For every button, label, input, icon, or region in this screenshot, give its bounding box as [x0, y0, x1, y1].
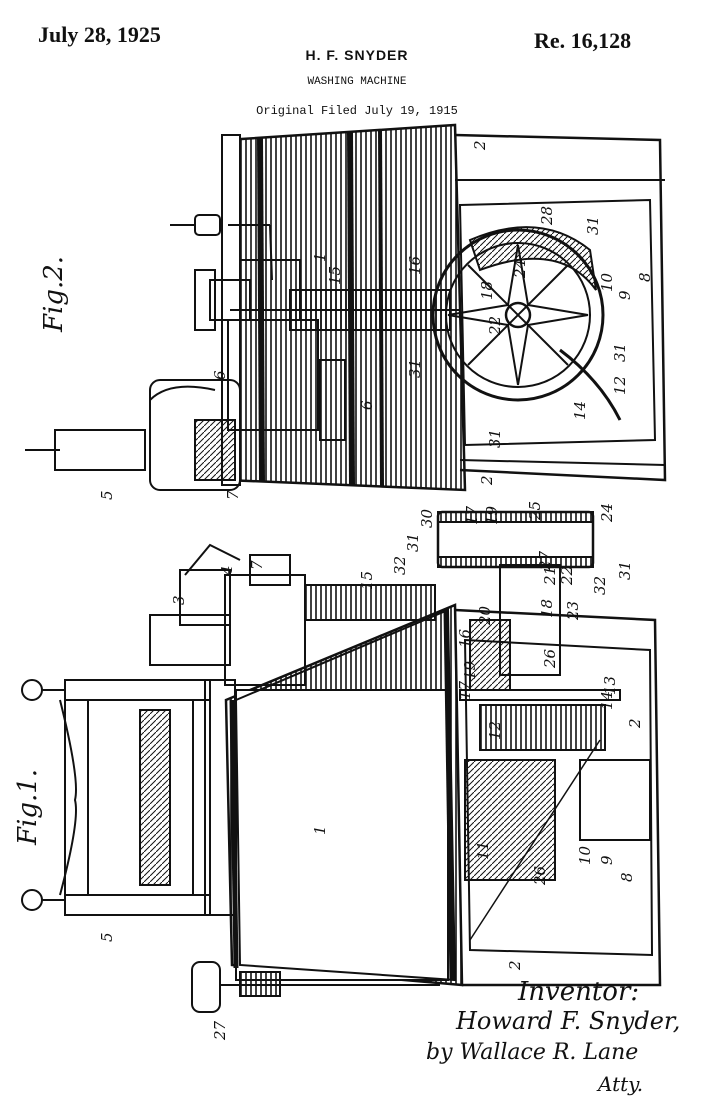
ref-numeral: 31	[611, 343, 629, 362]
ref-numeral: 10	[576, 845, 594, 865]
ref-numeral: 26	[541, 648, 559, 669]
ref-numeral: 25	[526, 501, 544, 521]
ref-numeral: 15	[358, 571, 376, 590]
ref-numeral: 14	[571, 401, 589, 420]
ref-numeral: 9	[598, 855, 616, 865]
ref-numeral: 24	[511, 259, 529, 279]
ref-numeral: 2	[478, 475, 496, 486]
ref-numeral: 1	[311, 252, 329, 262]
ref-numeral: 26	[531, 865, 549, 886]
ref-numeral: 14	[598, 691, 616, 710]
ref-numeral: 5	[98, 932, 116, 942]
ref-numeral: 27	[211, 1020, 229, 1041]
ref-numeral: 32	[391, 556, 409, 575]
ref-numeral: 31	[406, 359, 424, 378]
ref-numeral: 2	[626, 718, 644, 729]
ref-numeral: 17	[456, 680, 474, 700]
ref-numeral: 8	[636, 272, 654, 282]
ref-numeral: 19	[461, 660, 479, 680]
ref-numeral: 16	[456, 628, 474, 648]
inventor-signature: Howard F. Snyder,	[456, 1007, 680, 1035]
ref-numeral: 6	[358, 400, 376, 410]
ref-numeral: 11	[474, 841, 492, 860]
ref-numeral: 30	[418, 508, 436, 528]
fig2-label: Fig.2.	[39, 256, 69, 333]
attorney-label: Atty.	[598, 1072, 643, 1096]
ref-numeral: 31	[486, 429, 504, 448]
ref-numeral: 18	[478, 281, 496, 300]
ref-numeral: 31	[584, 216, 602, 235]
ref-numeral: 32	[591, 576, 609, 595]
fig2-frame	[455, 135, 665, 480]
ref-numeral: 9	[616, 290, 634, 300]
inventor-label: Inventor:	[518, 977, 639, 1007]
ref-numeral: 10	[598, 272, 616, 292]
ref-numeral: 8	[618, 872, 636, 882]
ref-numeral: 7	[224, 490, 242, 500]
fig1-drawing	[22, 512, 660, 1012]
fig2-drawing	[25, 125, 665, 490]
attorney-signature: by Wallace R. Lane	[426, 1040, 638, 1065]
ref-numeral: 2	[471, 140, 489, 151]
ref-numeral: 17	[463, 505, 481, 525]
ref-numeral: 5	[98, 490, 116, 500]
ref-numeral: 19	[483, 505, 501, 525]
ref-numeral: 3	[170, 595, 188, 605]
ref-numeral: 16	[406, 255, 424, 275]
ref-numeral: 22	[486, 316, 504, 336]
ref-numeral: 22	[558, 566, 576, 586]
ref-numeral: 12	[486, 721, 504, 740]
ref-numeral: 31	[616, 561, 634, 580]
ref-numeral: 4	[218, 565, 236, 576]
ref-numeral: 21	[541, 566, 559, 586]
ref-numeral: 18	[538, 599, 556, 618]
ref-numeral: 12	[611, 376, 629, 395]
ref-numeral: 24	[598, 503, 616, 523]
ref-numeral: 7	[248, 560, 266, 570]
fig1-label: Fig.1.	[13, 769, 43, 846]
ref-numeral: 1	[311, 825, 329, 835]
ref-numeral: 23	[564, 601, 582, 621]
ref-numeral: 6	[211, 370, 229, 380]
ref-numeral: 2	[506, 960, 524, 971]
ref-numeral: 20	[476, 605, 494, 626]
fig1-wringer-frame	[22, 680, 235, 915]
ref-numeral: 15	[326, 266, 344, 285]
ref-numeral: 31	[404, 533, 422, 552]
ref-numeral: 28	[538, 206, 556, 226]
